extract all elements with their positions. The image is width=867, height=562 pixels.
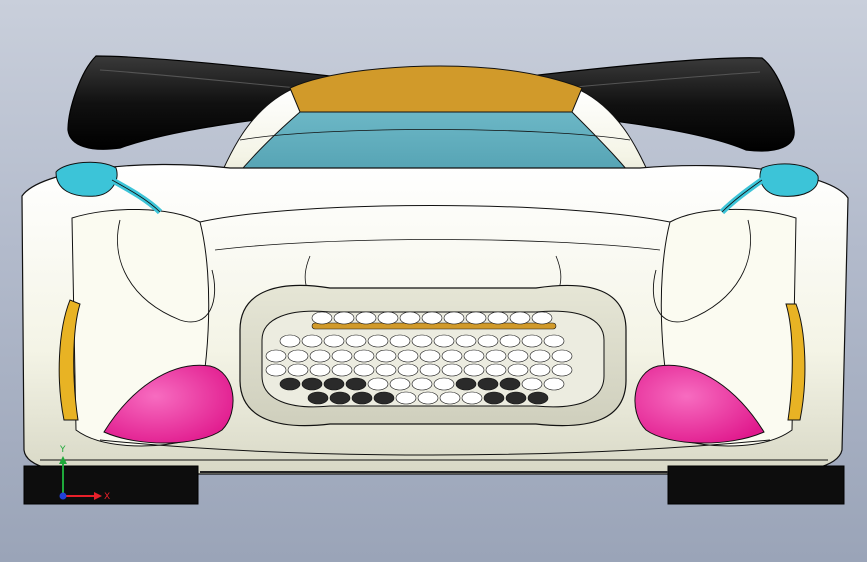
- grille-hole: [367, 334, 389, 348]
- axis-x-label: X: [104, 492, 110, 502]
- grille-hole: [377, 311, 399, 325]
- grille-hole: [485, 363, 507, 377]
- grille-hole: [529, 349, 551, 363]
- grille-hole: [465, 311, 487, 325]
- grille-hole: [331, 349, 353, 363]
- axis-y-label: Y: [59, 445, 66, 455]
- grille-hole: [551, 363, 573, 377]
- grille-hole: [333, 311, 355, 325]
- grille-hole: [307, 391, 329, 405]
- grille-hole: [309, 363, 331, 377]
- grille-hole: [265, 349, 287, 363]
- grille-hole: [439, 391, 461, 405]
- grille-hole: [397, 349, 419, 363]
- grille-hole: [345, 377, 367, 391]
- wing-right[interactable]: [529, 57, 795, 152]
- grille-hole: [301, 334, 323, 348]
- grille-hole: [507, 349, 529, 363]
- grille-hole: [323, 377, 345, 391]
- grille-hole: [443, 311, 465, 325]
- axis-x-arrow-icon: [94, 492, 102, 500]
- grille-hole: [353, 349, 375, 363]
- grille-hole: [375, 349, 397, 363]
- grille-hole: [521, 334, 543, 348]
- grille-hole: [417, 391, 439, 405]
- grille-hole: [355, 311, 377, 325]
- tire-right[interactable]: [667, 465, 845, 505]
- grille-hole: [353, 363, 375, 377]
- grille-hole: [311, 311, 333, 325]
- grille-hole: [287, 363, 309, 377]
- side-intake-left[interactable]: [58, 299, 81, 421]
- grille-hole: [507, 363, 529, 377]
- grille-hole: [265, 363, 287, 377]
- grille-hole: [389, 334, 411, 348]
- rear-wing[interactable]: [67, 55, 795, 152]
- front-grille[interactable]: [239, 284, 627, 427]
- grille-hole: [395, 391, 417, 405]
- grille-hole: [441, 349, 463, 363]
- grille-hole: [461, 391, 483, 405]
- tire-left[interactable]: [23, 465, 199, 505]
- grille-hole: [477, 334, 499, 348]
- axis-z-dot: [59, 492, 67, 500]
- grille-hole: [531, 311, 553, 325]
- grille-hole: [521, 377, 543, 391]
- grille-hole: [287, 349, 309, 363]
- grille-hole: [375, 363, 397, 377]
- grille-hole: [477, 377, 499, 391]
- grille-hole: [279, 377, 301, 391]
- grille-hole: [419, 349, 441, 363]
- grille-hole: [351, 391, 373, 405]
- headlight-right[interactable]: [634, 364, 765, 444]
- roof-panel[interactable]: [289, 65, 583, 113]
- grille-hole: [499, 377, 521, 391]
- grille-hole: [543, 377, 565, 391]
- grille-hole: [529, 363, 551, 377]
- grille-hole: [487, 311, 509, 325]
- grille-hole: [483, 391, 505, 405]
- axis-y-arrow-icon: [59, 456, 67, 464]
- grille-hole: [323, 334, 345, 348]
- headlight-left[interactable]: [103, 364, 234, 444]
- grille-hole: [279, 334, 301, 348]
- grille-hole: [309, 349, 331, 363]
- grille-hole: [331, 363, 353, 377]
- grille-hole: [463, 349, 485, 363]
- mirror-left[interactable]: [55, 161, 163, 215]
- grille-hole: [389, 377, 411, 391]
- wing-left[interactable]: [67, 55, 331, 150]
- grille-hole: [345, 334, 367, 348]
- mirror-right[interactable]: [719, 163, 819, 215]
- grille-hole: [421, 311, 443, 325]
- grille-hole: [543, 334, 565, 348]
- grille-hole: [499, 334, 521, 348]
- grille-hole: [397, 363, 419, 377]
- grille-hole: [411, 334, 433, 348]
- grille-hole: [329, 391, 351, 405]
- grille-hole: [551, 349, 573, 363]
- grille-hole: [485, 349, 507, 363]
- grille-hole: [399, 311, 421, 325]
- grille-hole: [419, 363, 441, 377]
- grille-hole: [455, 334, 477, 348]
- grille-hole: [373, 391, 395, 405]
- grille-hole: [527, 391, 549, 405]
- grille-hole: [505, 391, 527, 405]
- grille-hole: [441, 363, 463, 377]
- grille-hole: [509, 311, 531, 325]
- grille-hole: [455, 377, 477, 391]
- grille-hole: [301, 377, 323, 391]
- grille-hole: [411, 377, 433, 391]
- axis-triad: Y X: [59, 445, 110, 502]
- grille-hole: [463, 363, 485, 377]
- grille-hole: [433, 334, 455, 348]
- grille-hole: [433, 377, 455, 391]
- grille-hole: [367, 377, 389, 391]
- side-intake-right[interactable]: [785, 303, 806, 421]
